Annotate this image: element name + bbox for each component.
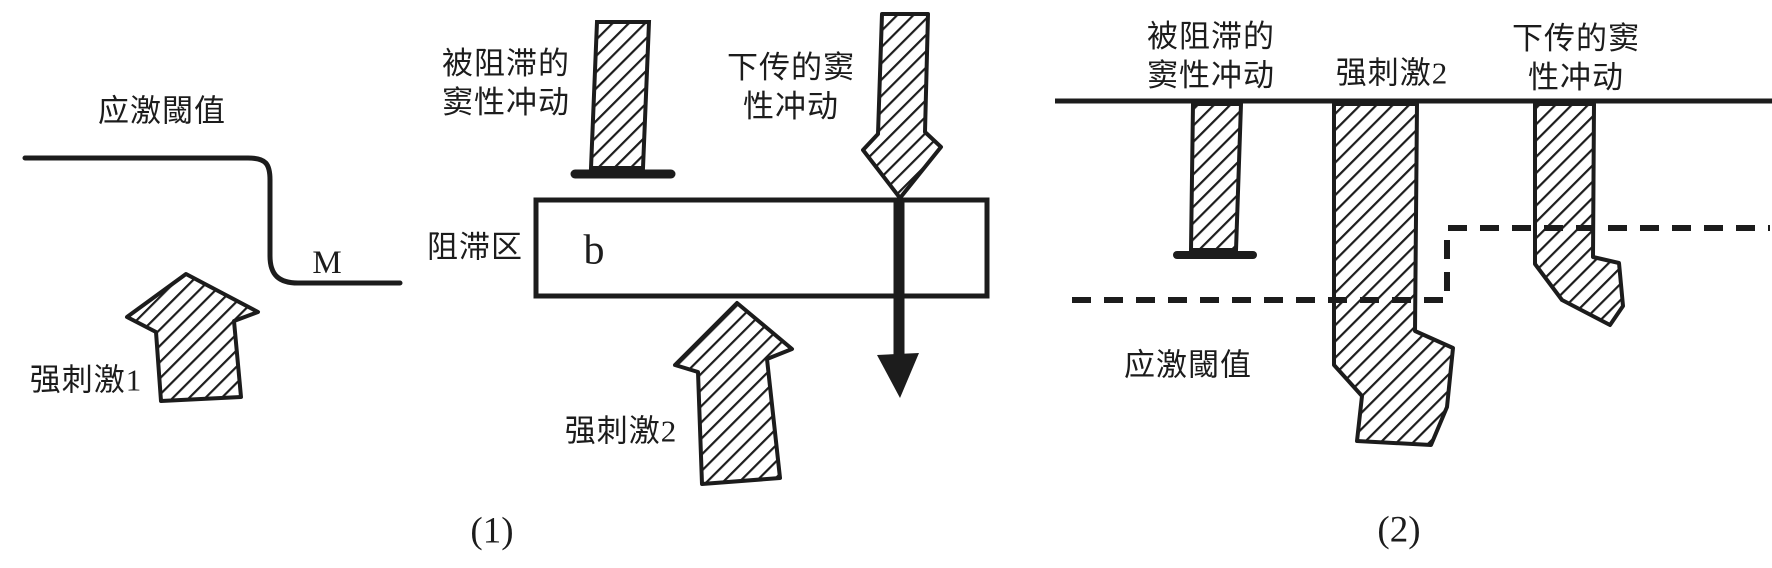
strong-stimulus-2-label-right: 强刺激2 <box>1335 55 1449 91</box>
strong-stimulus-2-label-mid: 强刺激2 <box>564 413 678 449</box>
strong-stimulus-2-deep-arrow-icon-right <box>1332 102 1455 447</box>
blocked-sinus-impulse-bar-right <box>1188 102 1244 252</box>
conducted-impulse-label-mid: 下传的窦 性冲动 <box>727 49 855 124</box>
caption-1: (1) <box>470 510 514 552</box>
m-point-label: M <box>312 245 342 282</box>
b-point-label: b <box>583 227 605 274</box>
strong-stimulus-1-up-arrow-icon <box>125 272 260 403</box>
strong-stimulus-2-up-arrow-icon-mid <box>673 301 794 486</box>
block-zone-rect <box>533 197 990 299</box>
strong-stimulus-1-label: 强刺激1 <box>29 362 143 398</box>
threshold-label-left: 应激閾值 <box>98 93 226 129</box>
threshold-step-curve <box>22 155 403 286</box>
caption-2: (2) <box>1377 509 1421 551</box>
threshold-label-right: 应激閾值 <box>1124 347 1252 383</box>
conduction-through-arrow-head <box>877 353 919 398</box>
blocked-sinus-impulse-bar-mid <box>588 20 652 170</box>
conducted-sinus-impulse-down-arrow-icon <box>861 12 943 200</box>
block-zone-label: 阻滞区 <box>427 229 523 265</box>
conducted-sinus-impulse-arrow-icon-right <box>1533 102 1625 327</box>
blocked-impulse-label-right: 被阻滞的 窦性冲动 <box>1147 18 1275 93</box>
threshold-dashed-step-line <box>1072 225 1770 303</box>
blocked-impulse-label-mid: 被阻滞的 窦性冲动 <box>442 45 570 120</box>
conducted-impulse-label-right: 下传的窦 性冲动 <box>1512 20 1640 95</box>
